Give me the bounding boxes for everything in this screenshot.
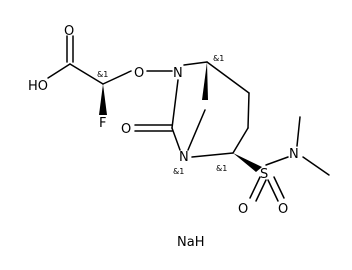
bond-sulfonyl-right-1 [267, 179, 279, 202]
bond-sulfonyl-left-1 [249, 176, 261, 199]
bond-urea-n-bottom [171, 127, 181, 151]
atom-fluorine: F [99, 116, 106, 131]
atom-sulfur: S [260, 167, 268, 182]
bond-sulfur-nitrogen [265, 156, 289, 166]
stereo-label-alpha: &1 [97, 70, 108, 79]
atom-ether-oxygen: O [134, 66, 144, 81]
bond-n-bridgehead-top [183, 61, 208, 66]
atom-hydroxyl: HO [28, 79, 48, 94]
bond-ring-2 [247, 92, 250, 129]
stereo-label-bridgehead-top: &1 [213, 54, 224, 63]
bond-n-methyl-right [302, 156, 330, 176]
atom-ring-nitrogen-bottom: N [179, 150, 189, 165]
bond-acid-hydroxyl [47, 63, 71, 79]
bond-ring-3 [232, 127, 249, 154]
stereo-label-bridgehead-bottom: &1 [173, 167, 184, 176]
bond-alpha-ether [102, 70, 132, 85]
wedge-bridge-top [202, 62, 208, 100]
bond-sulfonyl-left-2 [255, 179, 267, 202]
atom-sulfonyl-oxygen-left: O [238, 202, 248, 217]
wedge-alpha-fluorine [99, 84, 107, 115]
atom-urea-oxygen: O [121, 122, 131, 137]
atom-sulfonyl-oxygen-right: O [278, 202, 288, 217]
bond-ring-1 [206, 61, 250, 94]
bond-n-methyl-up [296, 116, 301, 147]
atom-ring-nitrogen-top: N [173, 66, 183, 81]
bond-n-urea-carbon [171, 79, 179, 129]
atom-acid-carbonyl-oxygen: O [64, 24, 74, 39]
counterion-label: NaH [177, 235, 204, 250]
wedge-carbon-sulfur [233, 153, 262, 172]
bond-bridge-n-bottom [187, 109, 206, 151]
bond-ring-4 [191, 152, 234, 158]
atom-sulfonamide-nitrogen: N [289, 147, 299, 162]
stereo-label-sulfonyl-carbon: &1 [216, 164, 227, 173]
bond-acid-alpha [69, 63, 104, 85]
bond-sulfonyl-right-2 [273, 176, 285, 199]
